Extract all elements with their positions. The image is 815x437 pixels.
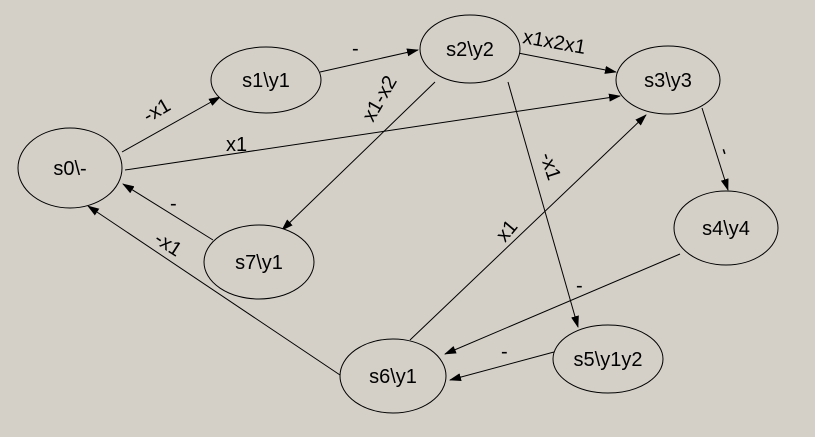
edge-s2-s5 (507, 81, 579, 328)
edge-s7-s0 (122, 183, 214, 241)
state-s0-label: s0\- (53, 158, 86, 180)
state-s3-ellipse (615, 45, 721, 115)
state-s4: s4\y4 (673, 190, 779, 266)
state-s7-ellipse (203, 224, 315, 300)
state-s3: s3\y3 (615, 45, 721, 115)
edge-label-s0-s3: x1 (226, 134, 247, 156)
transitions (87, 48, 729, 382)
state-s5-ellipse (552, 324, 664, 394)
state-s5-label: s5\y1y2 (574, 349, 643, 371)
edge-s1-s2 (319, 48, 419, 73)
edge-s5-s6 (449, 351, 555, 382)
edge-label-s5-s6: - (501, 341, 508, 363)
state-s4-ellipse (673, 190, 779, 266)
state-s6-label: s6\y1 (369, 366, 417, 388)
state-s5: s5\y1y2 (552, 324, 664, 394)
state-s1-label: s1\y1 (242, 70, 290, 92)
edge-s6-s3 (409, 114, 647, 341)
edge-label-s2-s3: x1x2x1 (521, 26, 587, 59)
state-s1-ellipse (210, 46, 322, 114)
state-s7-label: s7\y1 (235, 252, 283, 274)
state-s7: s7\y1 (203, 224, 315, 300)
state-s2-ellipse (419, 14, 521, 84)
edge-label-s0-s1: -x1 (140, 94, 175, 127)
edge-label-s6-s3: x1 (492, 216, 522, 246)
state-s6: s6\y1 (339, 338, 447, 414)
edge-s4-s6 (444, 253, 681, 355)
state-s3-label: s3\y3 (644, 70, 692, 92)
edge-s2-s3 (517, 52, 617, 74)
edge-label-s4-s6: - (576, 275, 583, 297)
edge-label-s3-s4: - (713, 145, 736, 158)
state-s0-ellipse (17, 127, 123, 209)
edge-s0-s1 (121, 96, 221, 153)
edge-s2-s7 (281, 81, 436, 231)
state-s2-label: s2\y2 (446, 39, 494, 61)
state-s6-ellipse (339, 338, 447, 414)
edge-label-s2-s7: x1-x2 (358, 72, 402, 125)
state-s4-label: s4\y4 (702, 218, 750, 240)
state-s1: s1\y1 (210, 46, 322, 114)
edge-label-s2-s5: -x1 (535, 150, 565, 183)
edge-s6-s0 (87, 205, 344, 378)
edge-s3-s4 (701, 107, 729, 191)
state-s0: s0\- (17, 127, 123, 209)
states: s0\- s1\y1 s2\y2 s3\y3 s4\y4 s5\y1y2 (17, 14, 779, 414)
edge-label-s6-s0: -x1 (150, 228, 185, 262)
edge-label-s1-s2: - (352, 38, 359, 60)
edge-s0-s3 (124, 93, 621, 171)
state-s2: s2\y2 (419, 14, 521, 84)
edge-label-s7-s0: - (170, 193, 177, 215)
